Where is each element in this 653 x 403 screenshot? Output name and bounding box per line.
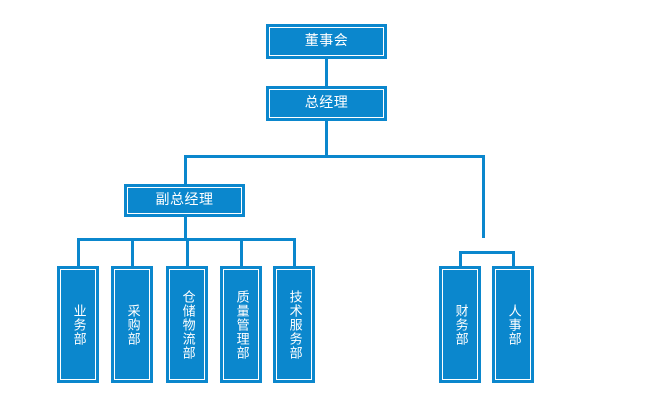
connector-general-manager-stem	[325, 120, 328, 156]
node-quality-management-dept[interactable]: 质量管理部	[220, 266, 262, 383]
connector-drop-warehouse-logistics-dept	[186, 238, 189, 266]
node-quality-management-dept-label: 质量管理部	[233, 289, 249, 360]
node-business-dept-label: 业务部	[70, 303, 86, 346]
node-purchasing-dept[interactable]: 采购部	[111, 266, 153, 383]
connector-deputy-general-manager-stem	[184, 216, 187, 238]
node-deputy-general-manager-inner: 副总经理	[127, 187, 242, 214]
node-technical-service-dept-inner: 技术服务部	[276, 269, 312, 380]
connector-main-bus	[184, 155, 485, 158]
connector-right-branch-bus	[459, 251, 515, 254]
node-general-manager[interactable]: 总经理	[266, 86, 387, 121]
node-quality-management-dept-inner: 质量管理部	[223, 269, 259, 380]
node-general-manager-label: 总经理	[304, 95, 349, 112]
node-board[interactable]: 董事会	[266, 24, 387, 59]
node-board-label: 董事会	[304, 33, 349, 50]
node-technical-service-dept-label: 技术服务部	[286, 289, 302, 360]
node-warehouse-logistics-dept[interactable]: 仓储物流部	[166, 266, 208, 383]
node-technical-service-dept[interactable]: 技术服务部	[273, 266, 315, 383]
connector-drop-technical-service-dept	[293, 238, 296, 266]
node-purchasing-dept-label: 采购部	[124, 303, 140, 346]
connector-drop-business-dept	[77, 238, 80, 266]
connector-left-branch-bus	[77, 238, 293, 241]
node-finance-dept[interactable]: 财务部	[439, 266, 481, 383]
connector-drop-hr-dept	[512, 251, 515, 266]
connector-board-to-general-manager	[325, 58, 328, 86]
connector-drop-purchasing-dept	[131, 238, 134, 266]
node-purchasing-dept-inner: 采购部	[114, 269, 150, 380]
connector-drop-quality-management-dept	[240, 238, 243, 266]
connector-drop-finance-dept	[459, 251, 462, 266]
node-hr-dept[interactable]: 人事部	[492, 266, 534, 383]
node-warehouse-logistics-dept-label: 仓储物流部	[179, 289, 195, 360]
node-finance-dept-label: 财务部	[452, 303, 468, 346]
node-board-inner: 董事会	[269, 27, 384, 56]
node-business-dept[interactable]: 业务部	[57, 266, 99, 383]
node-hr-dept-label: 人事部	[505, 303, 521, 346]
node-general-manager-inner: 总经理	[269, 89, 384, 118]
node-business-dept-inner: 业务部	[60, 269, 96, 380]
connector-bus-to-deputy-general-manager	[184, 155, 187, 184]
node-deputy-general-manager[interactable]: 副总经理	[124, 184, 245, 217]
connector-bus-to-right-branch	[482, 155, 485, 238]
node-deputy-general-manager-label: 副总经理	[155, 192, 214, 209]
node-finance-dept-inner: 财务部	[442, 269, 478, 380]
node-hr-dept-inner: 人事部	[495, 269, 531, 380]
node-warehouse-logistics-dept-inner: 仓储物流部	[169, 269, 205, 380]
